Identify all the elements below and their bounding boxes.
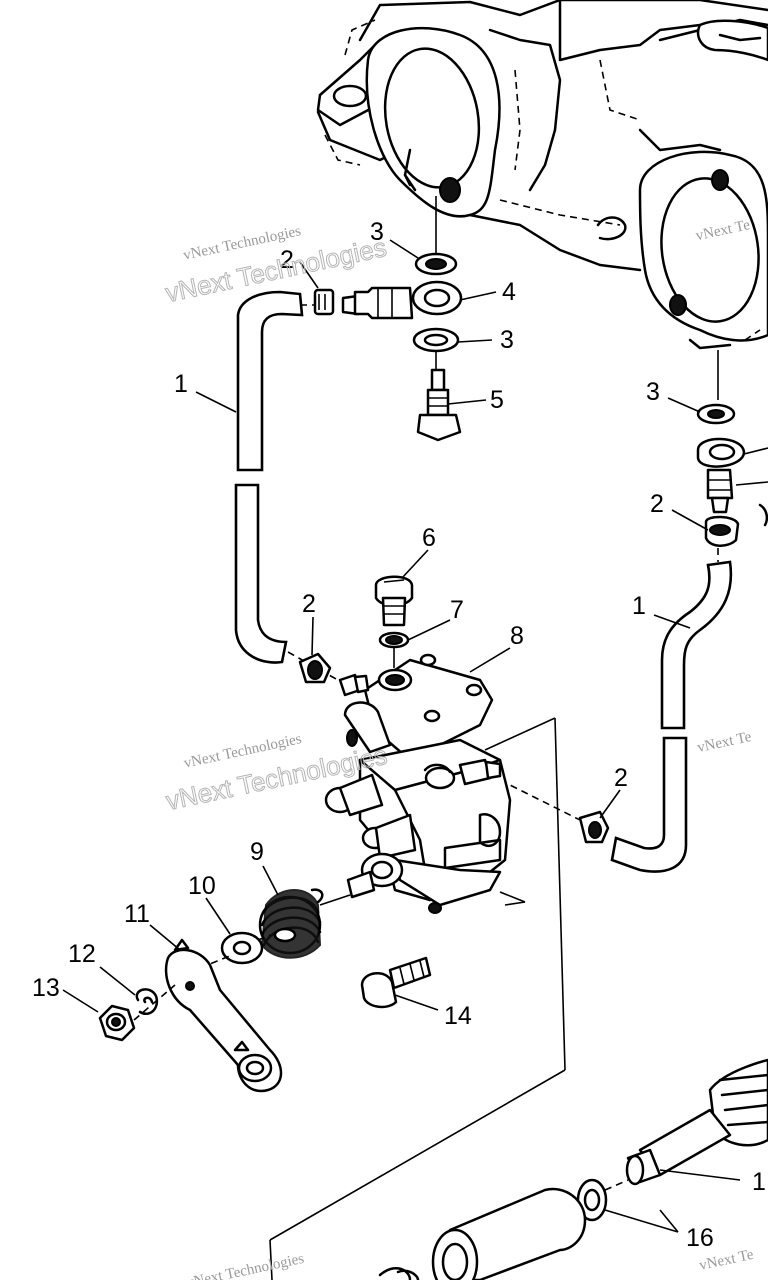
callout-3-right: 3 — [646, 378, 660, 406]
callout-labels: 3 2 4 3 1 5 3 2 6 2 7 1 8 2 9 10 11 12 1… — [32, 218, 766, 1252]
spring-9 — [258, 888, 351, 959]
callout-3-top: 3 — [370, 218, 384, 246]
callout-15-partial: 1 — [752, 1168, 766, 1196]
callout-4: 4 — [502, 278, 516, 306]
callout-5: 5 — [490, 386, 504, 414]
right-fitting-stack — [696, 350, 768, 562]
callout-6: 6 — [422, 524, 436, 552]
callout-13: 13 — [32, 974, 60, 1002]
callout-9: 9 — [250, 838, 264, 866]
callout-2-right: 2 — [650, 490, 664, 518]
watermark-bottom-left: vNext Technologies — [185, 1251, 306, 1280]
hose-assembly-right — [499, 560, 733, 873]
hose-assembly-left — [234, 290, 346, 685]
clamp-2-lower-right — [578, 810, 610, 844]
leader-lines — [62, 239, 709, 1233]
washer-7 — [378, 631, 410, 649]
oil-pump-body — [324, 653, 566, 1071]
screw-6 — [374, 575, 414, 627]
callout-11: 11 — [124, 900, 150, 928]
bushing — [378, 1187, 587, 1280]
callout-1-right: 1 — [632, 592, 646, 620]
nut-13 — [98, 1004, 136, 1042]
engine-manifold — [316, 0, 768, 350]
drive-shaft-15 — [625, 1058, 768, 1186]
callout-2-lower-right: 2 — [614, 764, 628, 792]
lock-washer-12 — [135, 988, 159, 1015]
callout-2-left: 2 — [302, 590, 316, 618]
lever-11 — [164, 938, 283, 1093]
callout-12: 12 — [68, 940, 96, 968]
banjo-fitting-4 — [341, 280, 463, 320]
callout-8: 8 — [510, 622, 524, 650]
washer-10 — [220, 931, 264, 965]
bolt-14 — [360, 956, 432, 1009]
hose-1-right-upper — [660, 560, 733, 730]
clamp-2-top — [313, 288, 335, 316]
callout-1-left: 1 — [174, 370, 188, 398]
svg-text:vNext Te: vNext Te — [696, 729, 753, 756]
watermark-mid-right: vNext Te — [696, 729, 753, 756]
callout-7: 7 — [450, 596, 464, 624]
callout-10: 10 — [188, 872, 216, 900]
hose-1-upper — [236, 290, 304, 472]
callout-3-mid: 3 — [500, 326, 514, 354]
hose-1-lower — [234, 483, 288, 664]
svg-text:vNext Technologies: vNext Technologies — [185, 1251, 306, 1280]
washer-3-lower — [412, 327, 460, 353]
clamp-2-left — [298, 652, 332, 684]
callout-2-top: 2 — [280, 246, 294, 274]
washer-3-upper — [414, 252, 458, 276]
hose-1-right-lower — [610, 736, 688, 873]
callout-14: 14 — [444, 1002, 472, 1030]
banjo-bolt-5 — [416, 368, 462, 442]
callout-16: 16 — [686, 1224, 714, 1252]
